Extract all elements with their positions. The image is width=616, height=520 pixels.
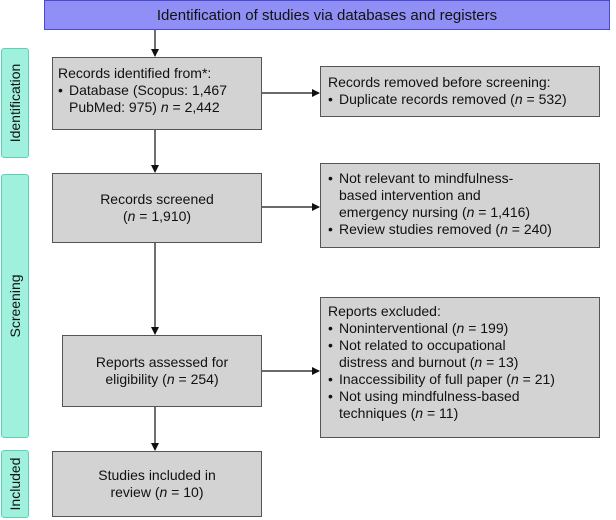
reports-assessed-label: Reports assessed for xyxy=(95,354,229,370)
records-removed-heading: Records removed before screening: xyxy=(328,74,551,90)
reports-excluded-box: Reports excluded: Noninterventional (n =… xyxy=(320,297,600,438)
records-removed-box: Records removed before screening: Duplic… xyxy=(320,66,600,117)
records-identified-item: Database (Scopus: 1,467 PubMed: 975) n =… xyxy=(58,82,261,116)
records-screened-count: (n = 1,910) xyxy=(122,208,192,224)
records-identified-box: Records identified from*: Database (Scop… xyxy=(52,57,262,130)
stage-identification: Identification xyxy=(1,48,29,158)
screening-excluded-item: Not relevant to mindfulness- based inter… xyxy=(328,170,599,221)
studies-included-box: Studies included in review (n = 10) xyxy=(52,451,262,517)
header-title: Identification of studies via databases … xyxy=(156,6,498,24)
stage-screening: Screening xyxy=(1,174,29,438)
studies-included-count: review (n = 10) xyxy=(110,484,204,500)
studies-included-label: Studies included in xyxy=(98,467,216,483)
records-identified-heading: Records identified from*: xyxy=(58,65,212,81)
reports-excluded-item: Noninterventional (n = 199) xyxy=(328,320,599,337)
reports-excluded-item: Inaccessibility of full paper (n = 21) xyxy=(328,371,599,388)
header-banner: Identification of studies via databases … xyxy=(44,0,610,30)
reports-excluded-item: Not related to occupational distress and… xyxy=(328,337,599,371)
reports-assessed-box: Reports assessed for eligibility (n = 25… xyxy=(62,335,262,407)
records-screened-box: Records screened (n = 1,910) xyxy=(52,173,262,243)
screening-excluded-box: Not relevant to mindfulness- based inter… xyxy=(320,163,600,248)
reports-assessed-count: eligibility (n = 254) xyxy=(105,371,219,387)
screening-excluded-item: Review studies removed (n = 240) xyxy=(328,221,599,238)
stage-included: Included xyxy=(1,450,29,518)
records-removed-item: Duplicate records removed (n = 532) xyxy=(328,91,599,108)
records-screened-label: Records screened xyxy=(100,191,214,207)
reports-excluded-heading: Reports excluded: xyxy=(328,303,441,319)
reports-excluded-item: Not using mindfulness-based techniques (… xyxy=(328,388,599,422)
